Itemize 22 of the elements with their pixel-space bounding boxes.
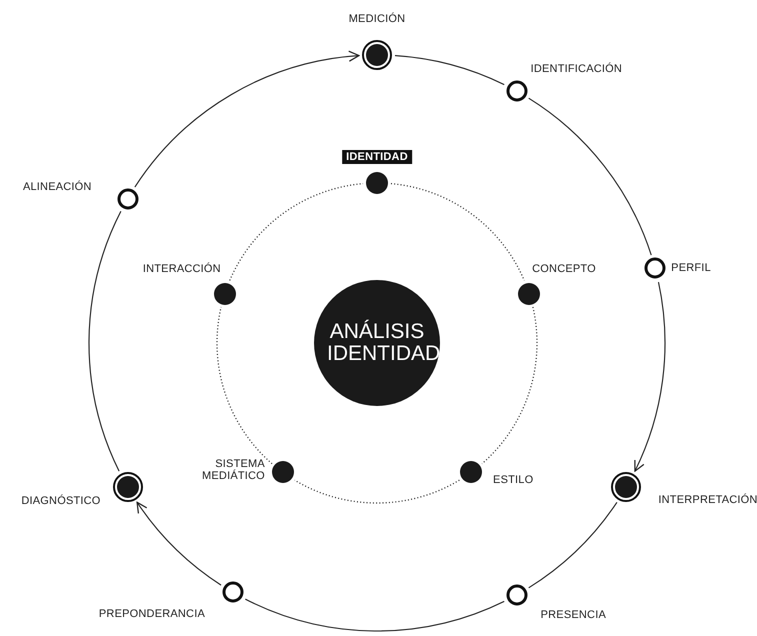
arc-arrow [634,282,666,472]
node-label: DIAGNÓSTICO [21,495,101,507]
hub-circle: ANÁLISIS IDENTIDAD [314,280,440,406]
node-label: INTERACCIÓN [142,262,221,275]
highlighted-label: IDENTIDAD [342,150,412,164]
dotted-arc [229,183,364,281]
dotted-arc [294,480,460,504]
node-label: SISTEMA MEDIÁTICO [201,458,265,482]
node-label: PRESENCIA [540,608,606,621]
dotted-arc [482,306,538,464]
node-label: INTERPRETACIÓN [658,494,757,506]
dotted-arc [216,306,272,464]
dotted-arc [390,183,525,281]
node-label: CONCEPTO [532,262,596,275]
node-label: PREPONDERANCIA [98,608,205,620]
node-label: ESTILO [493,474,534,486]
node-label: PERFIL [671,262,711,274]
arc-arrow [134,51,360,188]
node-label: ALINEACIÓN [22,181,92,193]
node-label: MEDICIÓN [348,13,406,25]
arc-arrow [136,502,222,586]
node-label: IDENTIFICACIÓN [530,63,622,76]
